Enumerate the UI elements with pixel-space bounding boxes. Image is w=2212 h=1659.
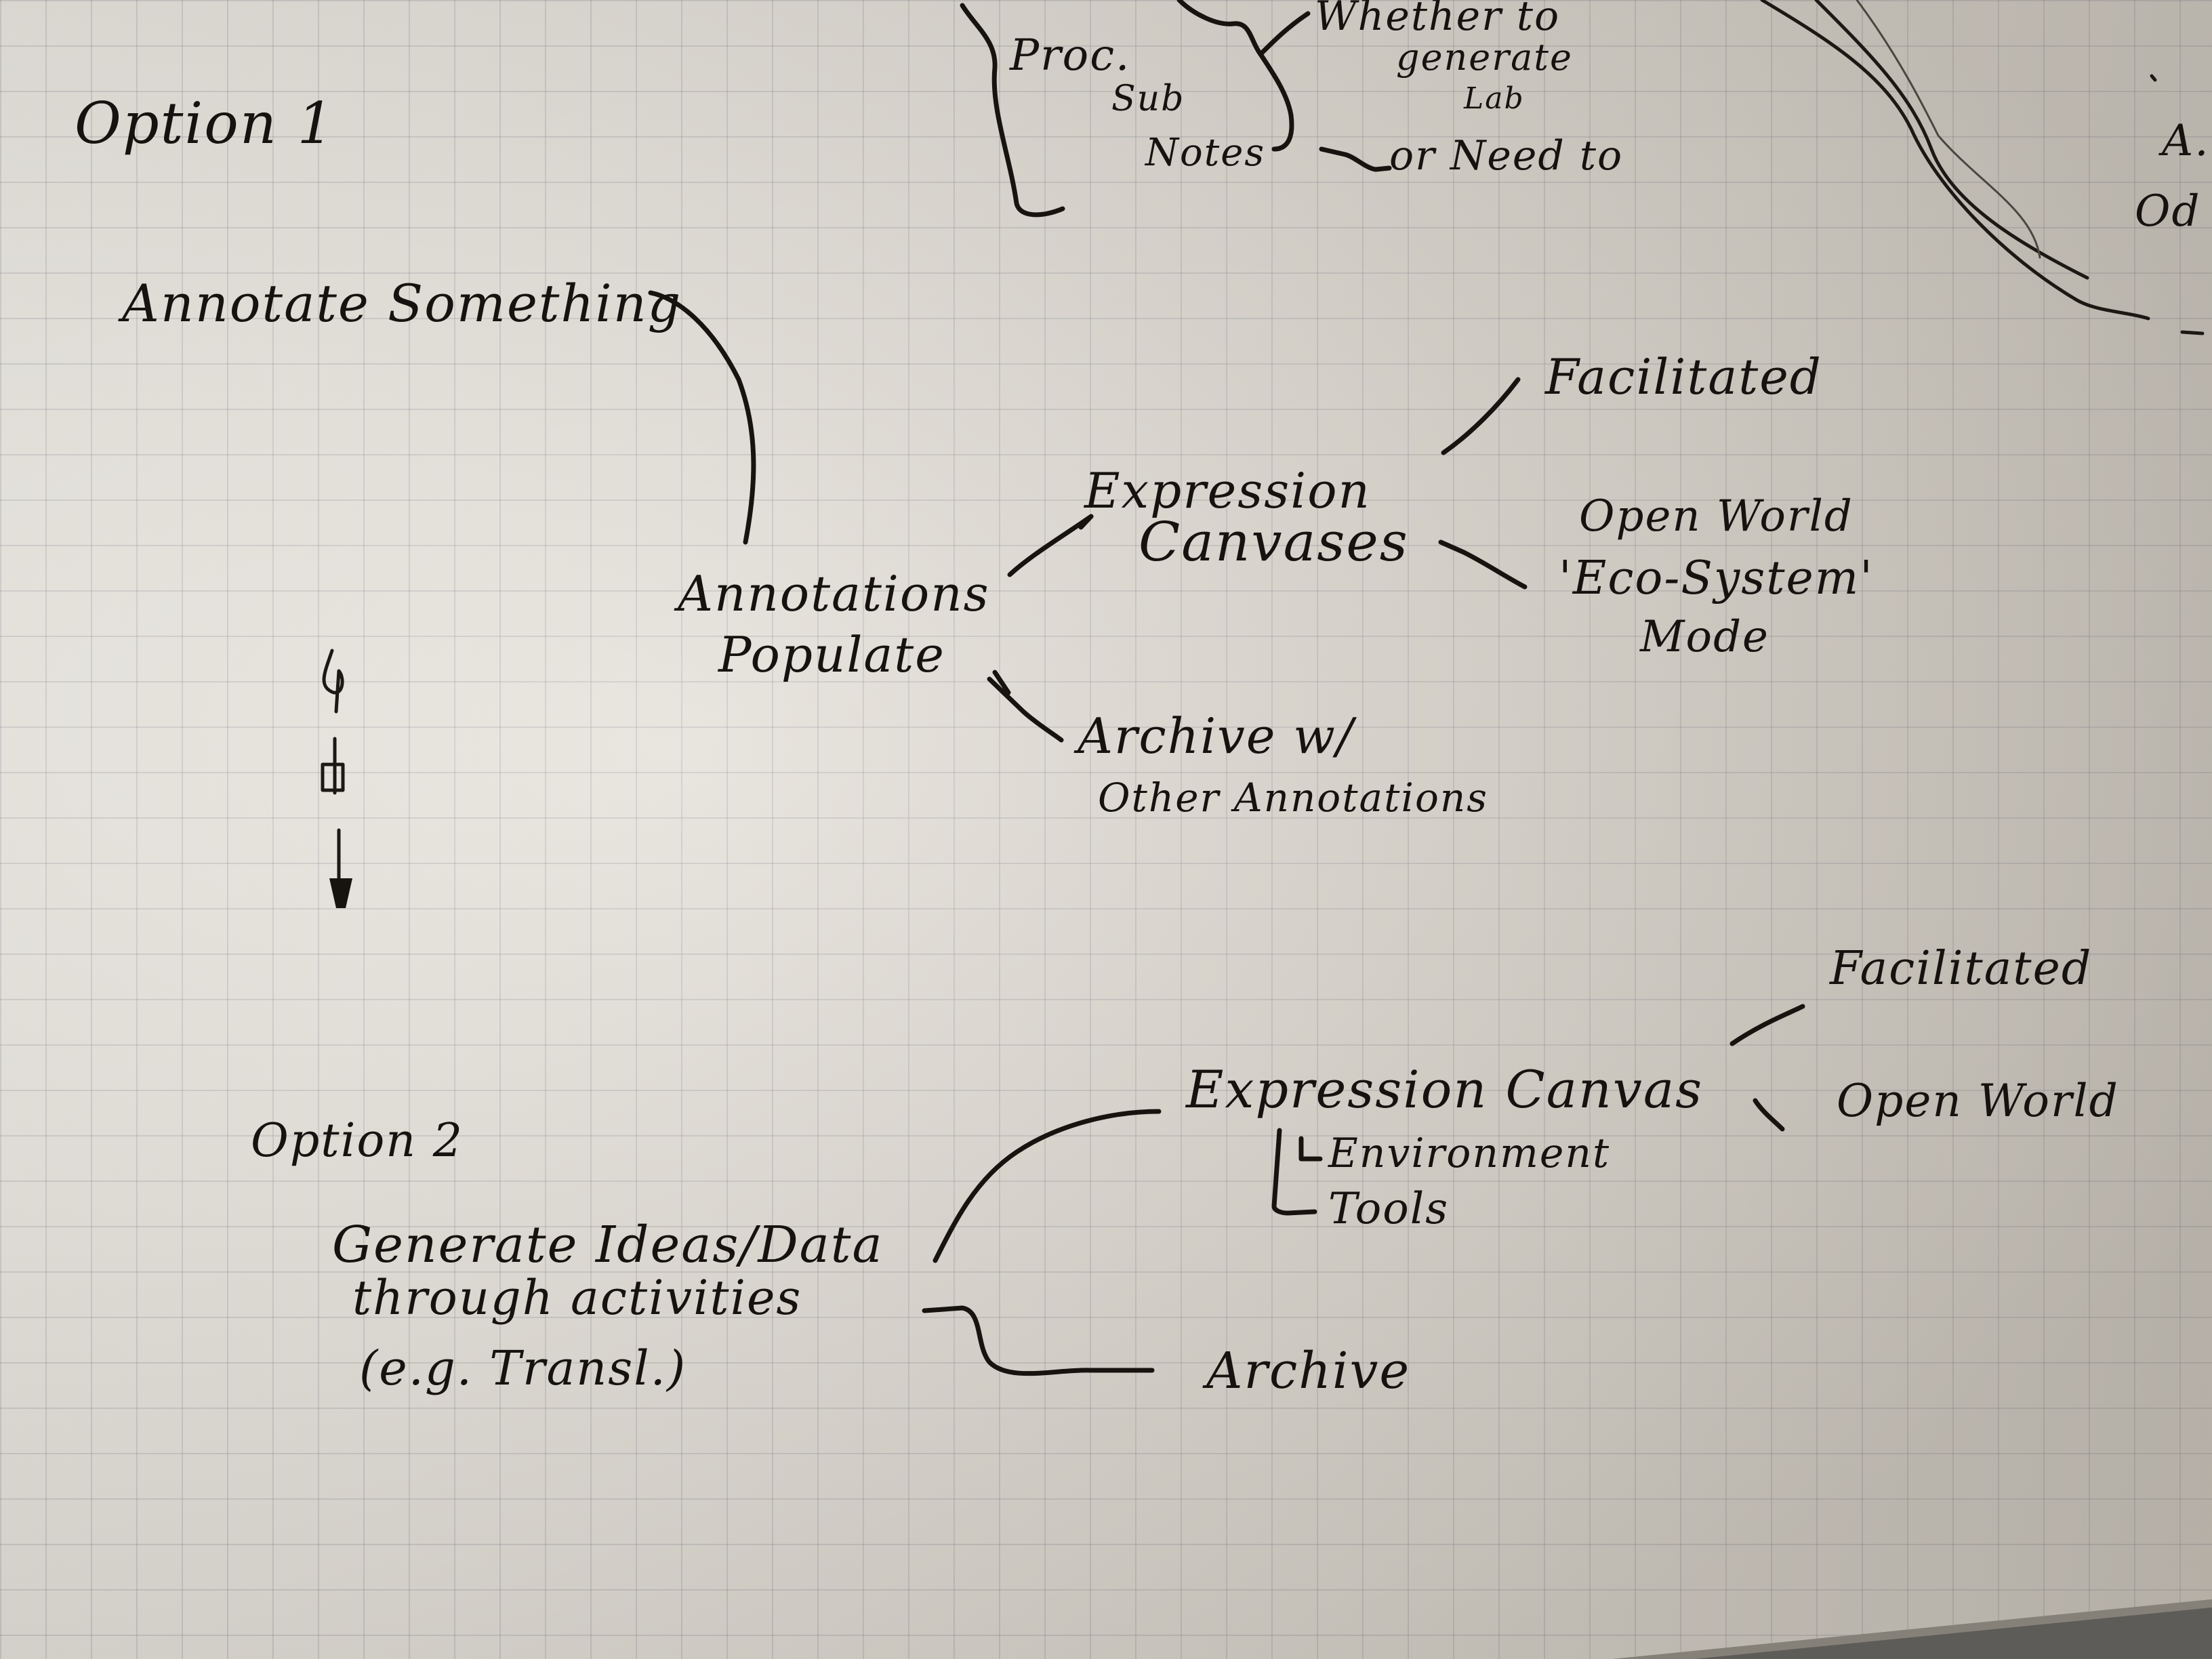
canvas-to-openworld-line	[1753, 1098, 1785, 1132]
canvas-tree-branch	[1298, 1136, 1323, 1162]
option1-hub-label-line1: Annotations	[678, 565, 990, 622]
option1-start-label: Annotate Something	[122, 273, 682, 333]
canvas-to-facilitated-line	[1729, 1004, 1805, 1046]
annotate-to-annotations-line	[648, 290, 756, 545]
diagonal-stroke-1	[1760, 0, 2150, 321]
generate-to-archive-line	[922, 1305, 1155, 1376]
diagonal-stroke-3	[1856, 0, 2041, 259]
option1-hub-label-line2: Populate	[718, 626, 945, 683]
need-label: or Need to	[1389, 132, 1624, 180]
whether-label-line2: generate	[1396, 36, 1573, 79]
canvases-to-openworld-line	[1438, 539, 1528, 590]
ladder-symbol	[321, 649, 352, 908]
right-dash	[2180, 330, 2205, 335]
option1-openworld-label-line3: Mode	[1640, 612, 1769, 662]
sub-label: Sub	[1111, 79, 1185, 119]
option1-heading: Option 1	[75, 90, 335, 157]
option2-heading: Option 2	[251, 1114, 464, 1168]
whether-label-line1: Whether to	[1315, 0, 1561, 40]
option2-openworld-label: Open World	[1837, 1075, 2119, 1127]
process-brace-right	[1176, 0, 1294, 152]
option2-tools-label: Tools	[1328, 1184, 1450, 1234]
whether-connector	[1258, 11, 1311, 57]
whether-label-line3: Lab	[1464, 81, 1525, 116]
option2-archive-label: Archive	[1206, 1342, 1411, 1400]
option1-openworld-label-line2: 'Eco-System'	[1559, 552, 1874, 605]
canvas-tree-line	[1271, 1128, 1317, 1216]
diagonal-stroke-2	[1814, 0, 2089, 280]
option1-archive-label-line1: Archive w/	[1078, 708, 1355, 764]
need-connector	[1319, 146, 1392, 172]
option2-start-label-line3: (e.g. Transl.)	[359, 1340, 687, 1396]
notes-label: Notes	[1145, 131, 1266, 175]
right-dot	[2150, 74, 2157, 82]
option1-canvas-label-line2: Canvases	[1139, 510, 1409, 573]
generate-to-canvas-line	[933, 1109, 1162, 1263]
option2-canvas-label: Expression Canvas	[1186, 1059, 1704, 1120]
option1-archive-label-line2: Other Annotations	[1098, 775, 1488, 821]
right-od-label: Od	[2135, 186, 2201, 237]
option2-start-label-line1: Generate Ideas/Data	[332, 1216, 884, 1274]
process-label: Proc.	[1010, 30, 1131, 81]
right-a-label: A.	[2162, 116, 2210, 166]
option1-facilitated-label: Facilitated	[1545, 348, 1822, 405]
archive-tick	[992, 670, 1011, 695]
option1-openworld-label-line1: Open World	[1579, 491, 1853, 541]
option2-start-label-line2: through activities	[352, 1270, 802, 1326]
canvases-to-facilitated-line	[1441, 377, 1521, 455]
annotations-to-canvases-line	[1007, 514, 1094, 577]
annotations-to-archive-line	[987, 676, 1064, 743]
option2-facilitated-label: Facilitated	[1830, 942, 2093, 996]
process-bracket	[960, 3, 1065, 218]
option1-canvas-label-line1: Expression	[1084, 462, 1371, 519]
option2-environment-label: Environment	[1328, 1130, 1611, 1177]
